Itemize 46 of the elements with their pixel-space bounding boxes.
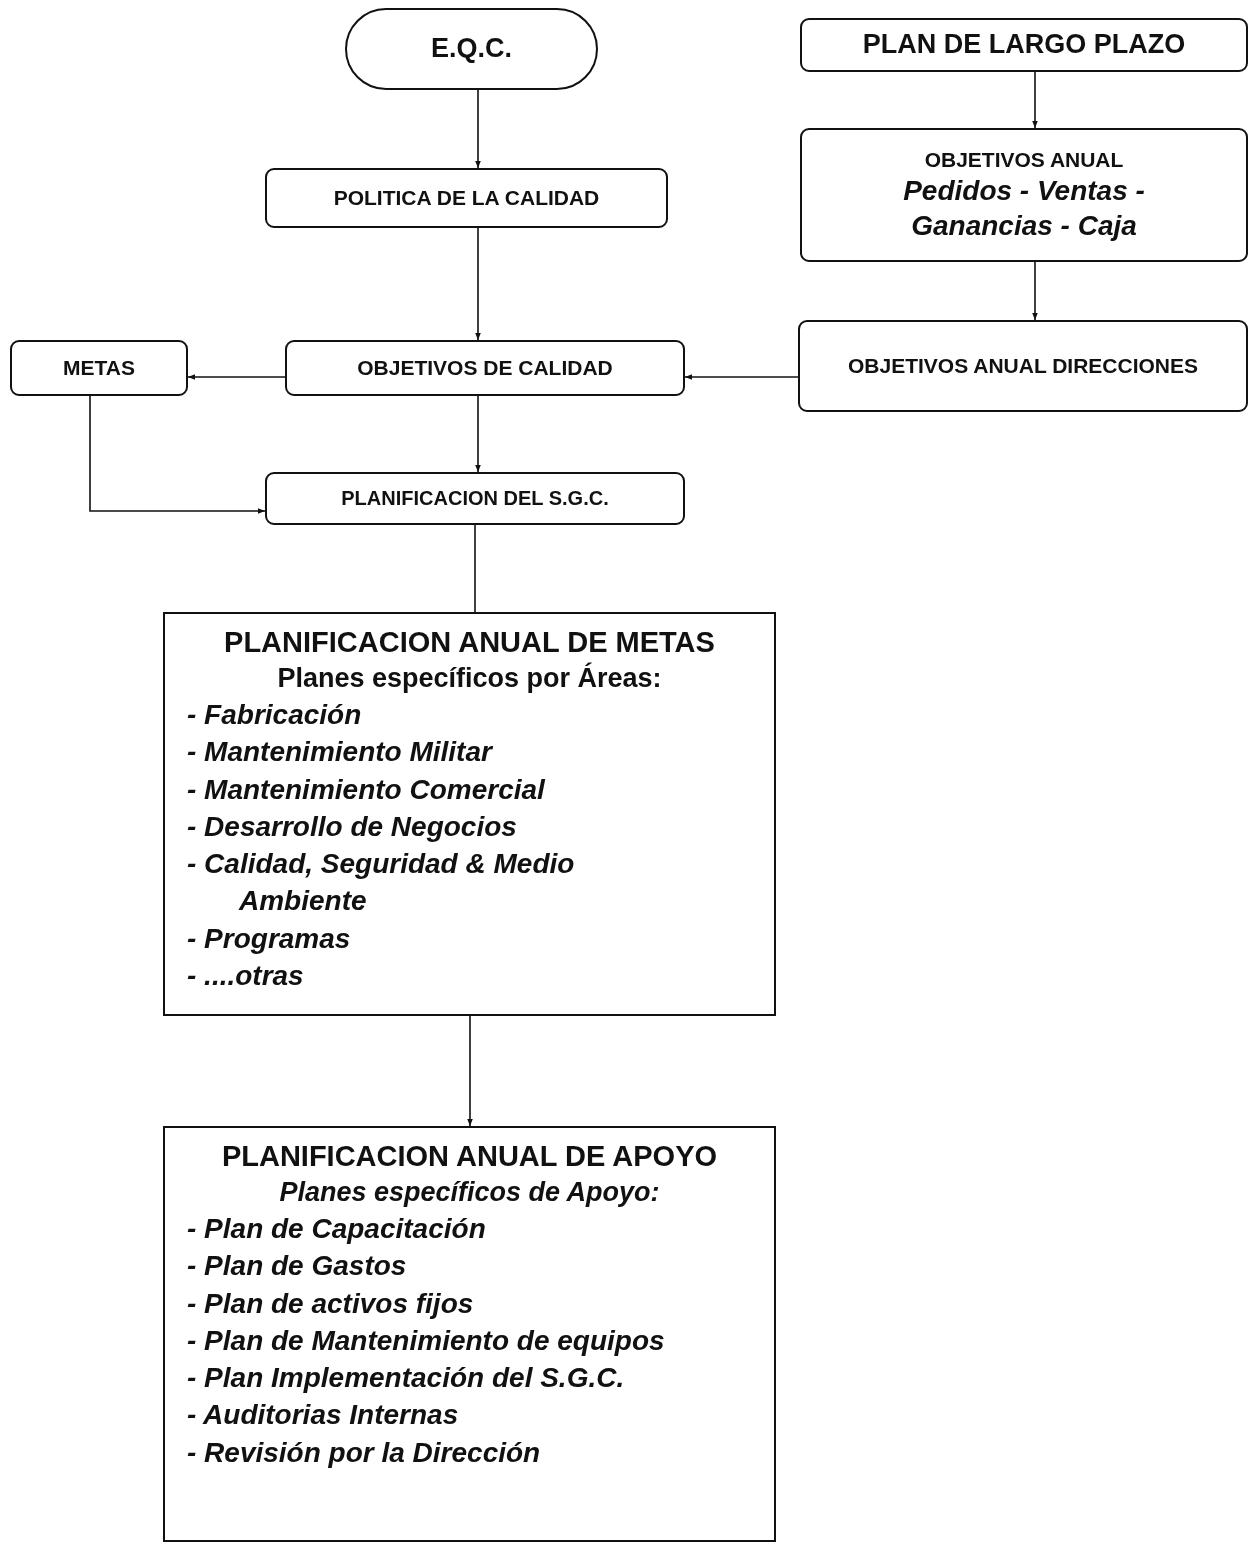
plan-box bbox=[163, 612, 776, 1016]
list-item: - Revisión por la Dirección bbox=[186, 1435, 542, 1470]
list-item: - Plan de activos fijos bbox=[186, 1286, 475, 1321]
plan-box bbox=[163, 1126, 776, 1542]
arrow bbox=[1032, 71, 1038, 129]
list-item: - Programas bbox=[186, 921, 352, 956]
arrow bbox=[89, 395, 266, 514]
box-label: PLANIFICACION DEL S.G.C. bbox=[341, 486, 609, 511]
list-item: - Auditorias Internas bbox=[186, 1398, 460, 1433]
box-title: OBJETIVOS ANUAL bbox=[924, 146, 1124, 173]
arrow bbox=[475, 89, 481, 169]
box-subheading: Planes específicos por Áreas: bbox=[276, 661, 663, 696]
process-box bbox=[798, 320, 1248, 412]
box-label: METAS bbox=[63, 354, 135, 381]
process-box bbox=[800, 18, 1248, 72]
arrow bbox=[684, 374, 799, 380]
arrow bbox=[467, 1015, 473, 1127]
arrow bbox=[187, 374, 286, 380]
arrow bbox=[475, 395, 481, 473]
arrow bbox=[1032, 261, 1038, 321]
list-item: - Fabricación bbox=[186, 698, 363, 733]
list-item: - ....otras bbox=[186, 958, 305, 993]
process-box bbox=[285, 340, 685, 396]
list-item: - Plan Implementación del S.G.C. bbox=[186, 1361, 626, 1396]
list-item: - Plan de Capacitación bbox=[186, 1212, 487, 1247]
process-box bbox=[800, 128, 1248, 262]
list-item: - Calidad, Seguridad & Medio Ambiente bbox=[186, 847, 576, 919]
connector-line bbox=[474, 524, 476, 613]
box-heading: PLANIFICACION ANUAL DE METAS bbox=[223, 625, 716, 660]
box-label: POLITICA DE LA CALIDAD bbox=[333, 184, 600, 211]
process-box bbox=[265, 472, 685, 525]
process-box bbox=[265, 168, 668, 228]
process-box bbox=[10, 340, 188, 396]
list-item: - Plan de Gastos bbox=[186, 1249, 408, 1284]
list-item: - Desarrollo de Negocios bbox=[186, 809, 518, 844]
box-heading: PLANIFICACION ANUAL DE APOYO bbox=[220, 1139, 719, 1174]
list-item: - Plan de Mantenimiento de equipos bbox=[186, 1323, 666, 1358]
box-label: PLAN DE LARGO PLAZO bbox=[862, 28, 1186, 62]
box-subheading: Planes específicos de Apoyo: bbox=[278, 1176, 661, 1210]
box-label: OBJETIVOS ANUAL DIRECCIONES bbox=[847, 352, 1199, 379]
list-item: - Mantenimiento Comercial bbox=[186, 772, 547, 807]
box-subtitle: Pedidos - Ventas - Ganancias - Caja bbox=[902, 174, 1146, 244]
box-label: E.Q.C. bbox=[431, 32, 512, 66]
list-item: - Mantenimiento Militar bbox=[186, 735, 494, 770]
box-label: OBJETIVOS DE CALIDAD bbox=[357, 354, 613, 381]
arrow bbox=[475, 227, 481, 341]
